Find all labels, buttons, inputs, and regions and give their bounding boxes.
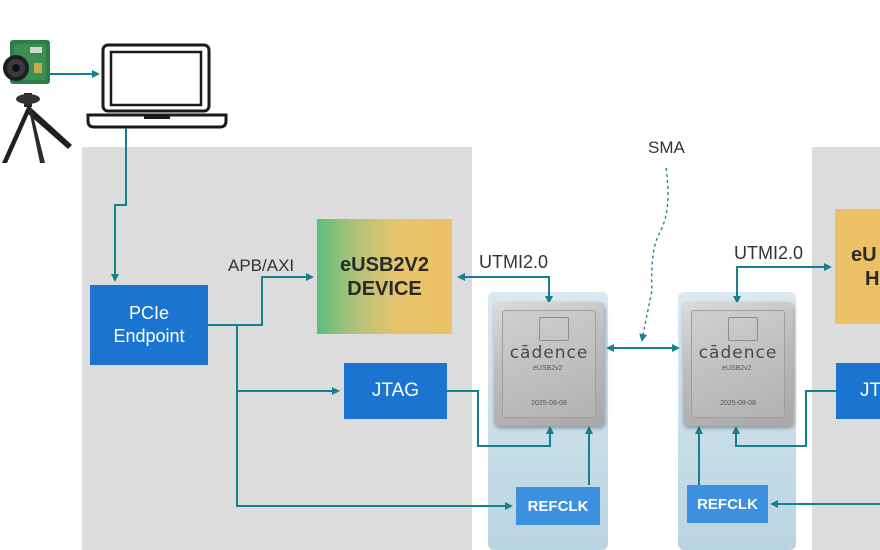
chip-left-brand: cādence [509, 343, 589, 363]
sma-pointer [639, 167, 669, 342]
refclk-block-right: REFCLK [687, 485, 768, 523]
pcie-label-line1: PCIe [128, 303, 170, 323]
chip-right-logo-mark [728, 317, 758, 341]
eusb-device-line2: DEVICE [347, 277, 422, 300]
pcie-label-line2: Endpoint [113, 326, 185, 346]
eusb2v2-host-block: eU H [835, 209, 880, 324]
camera-on-tripod-icon [0, 35, 75, 165]
chip-left-die: cādence eUSB2v2 2025-09-08 [502, 310, 596, 418]
laptop-icon [86, 42, 228, 130]
eusb-device-line1: eUSB2V2 [340, 253, 429, 276]
sma-label: SMA [648, 138, 685, 157]
chip-left-part: eUSB2v2 [533, 365, 563, 372]
chip-right-brand: cādence [698, 343, 778, 363]
jtag-block-right: JT [836, 363, 880, 419]
eusb-host-line2: H [865, 267, 880, 290]
jtag-block-left: JTAG [344, 363, 447, 419]
refclk-right-label: REFCLK [697, 495, 758, 513]
eusb-host-line1: eU [851, 243, 877, 266]
fpga-panel-right [812, 147, 880, 550]
jtag-right-label: JT [860, 380, 880, 401]
chip-right-part: eUSB2v2 [722, 365, 752, 372]
eusb2v2-device-block: eUSB2V2 DEVICE [317, 219, 452, 334]
chip-right-date: 2025-09-08 [720, 400, 756, 407]
refclk-left-label: REFCLK [527, 497, 589, 515]
utmi-right-label: UTMI2.0 [734, 243, 804, 263]
refclk-block-left: REFCLK [516, 487, 600, 525]
chip-right-die: cādence eUSB2v2 2025-09-08 [691, 310, 785, 418]
apb-axi-label: APB/AXI [228, 256, 295, 275]
chip-left-logo-mark [539, 317, 569, 341]
cadence-chip-left: cādence eUSB2v2 2025-09-08 [494, 302, 604, 426]
chip-left-date: 2025-09-08 [531, 400, 567, 407]
utmi-left-label: UTMI2.0 [479, 252, 549, 272]
cadence-chip-right: cādence eUSB2v2 2025-09-08 [683, 302, 793, 426]
jtag-left-label: JTAG [371, 380, 420, 401]
pcie-endpoint-block: PCIe Endpoint [90, 285, 208, 365]
